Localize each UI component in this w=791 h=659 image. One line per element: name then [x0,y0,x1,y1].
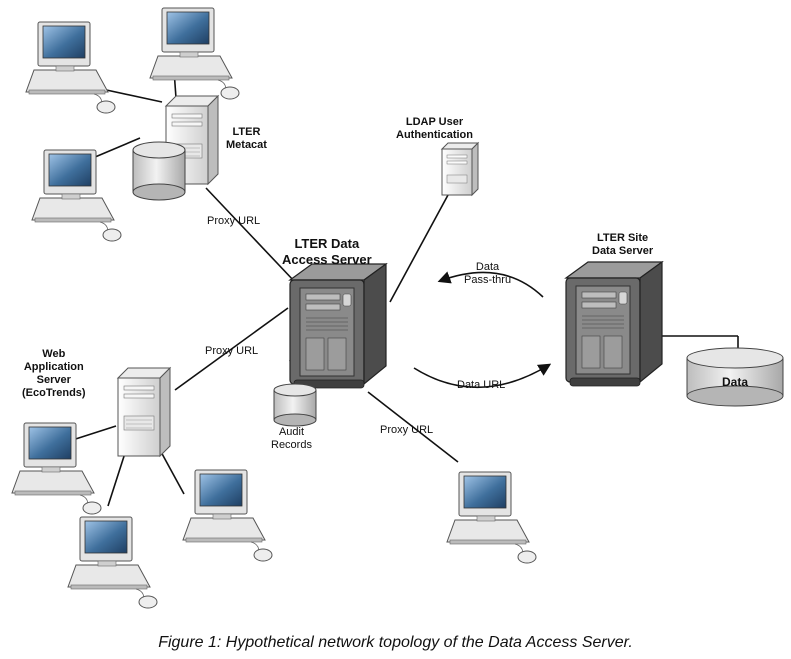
edge-metacat-das [205,187,296,283]
client-computer-icon [446,471,537,564]
data-access-server-label: LTER Data Access Server [282,236,372,267]
client-computer-icon [11,422,102,515]
client-computer-icon [182,469,273,562]
figure-caption: Figure 1: Hypothetical network topology … [158,634,633,651]
webapp-label: Web Application Server (EcoTrends) [22,348,86,399]
data-url-label: Data URL [457,379,506,391]
edge-webapp-das [174,307,289,391]
metacat-label: LTER Metacat [226,126,267,151]
edge-das-client [367,391,459,463]
metacat-database-icon [132,141,186,201]
proxy-url-label-webapp: Proxy URL [205,345,259,357]
client-computer-icon [31,149,122,242]
data-cylinder-label: Data [722,375,749,389]
arrow-pass-thru [437,271,544,298]
ldap-label: LDAP User Authentication [396,116,473,141]
audit-database-icon [273,383,317,427]
client-computer-icon [25,21,116,114]
data-access-server-icon [289,263,387,389]
pass-thru-label: Data Pass-thru [464,261,512,286]
edge-ldap-das [389,194,449,303]
client-computer-icon [67,516,158,609]
site-data-server-label: LTER Site Data Server [592,232,654,257]
site-data-server-icon [565,261,663,387]
edge-webapp-pc5 [107,449,127,507]
ldap-server-icon [441,142,479,196]
client-computer-icon [149,7,240,100]
edge-pc3-metacat [87,137,141,161]
proxy-url-label-client: Proxy URL [380,424,434,436]
edge-webapp-pc6 [159,449,185,495]
data-database-icon [686,347,784,407]
webapp-server-icon [117,367,171,457]
arrow-data-url [413,363,552,389]
audit-records-label: Audit Records [271,426,312,451]
proxy-url-label-metacat: Proxy URL [207,215,261,227]
